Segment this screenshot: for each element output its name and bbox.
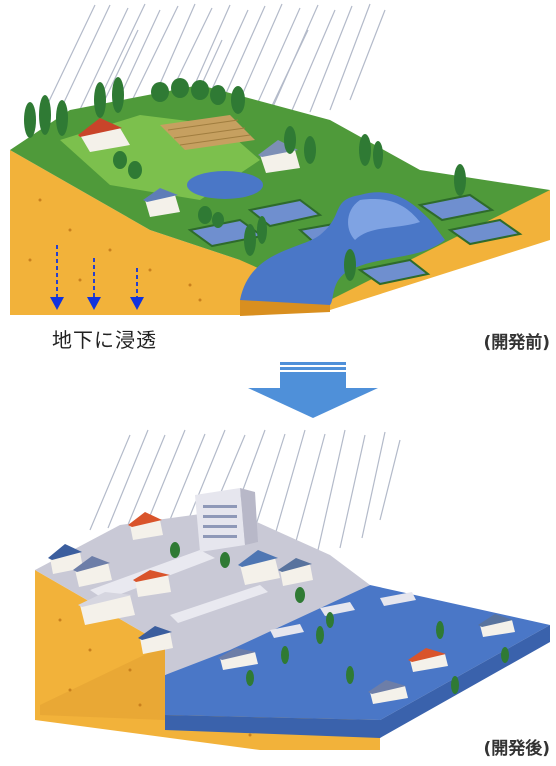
house-blue-roof bbox=[48, 544, 83, 574]
after-development-caption: (開発後) bbox=[483, 739, 550, 759]
pond bbox=[187, 171, 263, 199]
road-diagonal bbox=[170, 585, 268, 623]
before-development-caption: (開発前) bbox=[483, 333, 550, 353]
floodwater-front bbox=[165, 625, 550, 738]
flooded-house bbox=[408, 648, 448, 672]
office-building bbox=[195, 488, 258, 552]
before-development-panel: 地下に浸透 (開発前) bbox=[0, 0, 556, 370]
infiltration-arrows bbox=[50, 245, 144, 310]
farmhouse bbox=[78, 118, 130, 152]
soil-edge-shade bbox=[40, 645, 165, 720]
house-small bbox=[143, 188, 180, 217]
farm-field bbox=[160, 115, 255, 150]
house-blue-roof bbox=[73, 556, 112, 587]
after-development-panel bbox=[0, 420, 556, 766]
flooded-house bbox=[218, 648, 258, 670]
street-trees bbox=[170, 542, 305, 603]
flooded-house bbox=[368, 680, 408, 704]
soil-texture bbox=[58, 618, 252, 737]
down-arrow-icon bbox=[248, 362, 378, 418]
urban-surface bbox=[35, 510, 370, 675]
before-landscape-illustration bbox=[10, 3, 550, 316]
infiltration-arrow bbox=[87, 258, 101, 310]
house-blue-roof bbox=[238, 550, 280, 585]
after-landscape-illustration bbox=[35, 429, 550, 750]
house-blue-roof bbox=[278, 558, 313, 586]
river-highlight bbox=[348, 199, 420, 240]
house-blue-roof bbox=[258, 140, 300, 173]
infiltration-arrow bbox=[130, 268, 144, 310]
submerged-trees bbox=[246, 612, 509, 694]
flooded-house bbox=[478, 614, 515, 637]
house-red-roof bbox=[133, 570, 171, 597]
forest-trees bbox=[24, 77, 466, 281]
apartment-block bbox=[78, 592, 135, 625]
floodwater bbox=[165, 585, 550, 720]
field-furrows bbox=[167, 119, 251, 146]
soil-cross-section bbox=[10, 150, 240, 315]
house-red-roof bbox=[128, 512, 163, 540]
infiltration-arrow bbox=[50, 245, 64, 310]
groundwater-infiltration-label: 地下に浸透 bbox=[52, 328, 157, 352]
house-blue-roof bbox=[138, 626, 173, 654]
